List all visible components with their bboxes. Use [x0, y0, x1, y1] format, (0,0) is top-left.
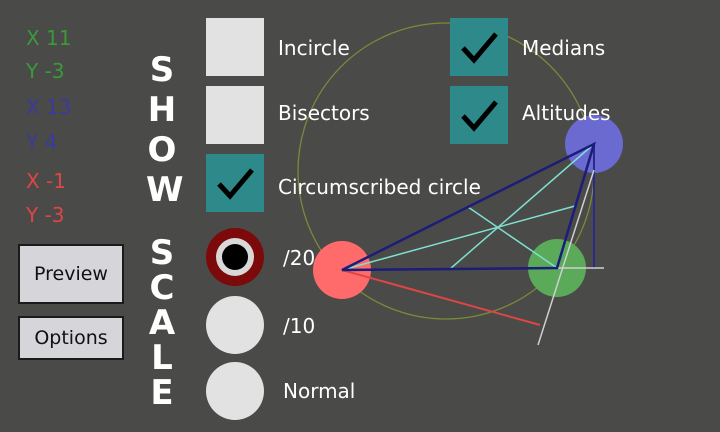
scale-normal-label: Normal: [283, 379, 356, 403]
preview-button[interactable]: Preview: [18, 244, 124, 304]
coord-c-x: X -1: [26, 169, 66, 193]
coord-b-x: X 13: [26, 95, 72, 119]
incircle-label: Incircle: [278, 36, 350, 60]
scale-10-radio[interactable]: [206, 296, 264, 354]
scale-10-label: /10: [283, 314, 316, 338]
show-heading: S H O W: [146, 50, 184, 210]
scale-letter: C: [149, 268, 175, 308]
scale-letter: L: [151, 338, 173, 378]
triangle: [341, 141, 597, 272]
altitudes-label: Altitudes: [522, 101, 611, 125]
checkmark-icon: [217, 168, 254, 200]
medians-checkbox[interactable]: [450, 18, 508, 76]
scale-letter: A: [148, 303, 176, 343]
scale-20-label: /20: [283, 246, 316, 270]
checkmark-icon: [461, 32, 498, 64]
altitude-line: [341, 269, 541, 326]
show-letter: W: [146, 170, 184, 210]
show-letter: O: [147, 130, 177, 170]
scale-letter: E: [150, 373, 174, 413]
altitudes-checkbox[interactable]: [450, 86, 508, 144]
scale-heading: S C A L E: [146, 236, 178, 411]
altitude-line: [537, 169, 595, 346]
coord-a-x: X 11: [26, 26, 72, 50]
scale-normal-radio[interactable]: [206, 362, 264, 420]
median-line: [467, 206, 558, 269]
circumscribed-circle-label: Circumscribed circle: [278, 175, 481, 199]
scale-20-radio[interactable]: [206, 228, 264, 286]
circumscribed-circle-checkbox[interactable]: [206, 154, 264, 212]
median-line: [341, 205, 576, 271]
show-letter: S: [149, 50, 175, 90]
checkmark-icon: [461, 100, 498, 132]
coord-c-y: Y -3: [26, 203, 65, 227]
coord-a-y: Y -3: [26, 59, 65, 83]
medians-label: Medians: [522, 36, 606, 60]
coord-b-y: Y 4: [26, 130, 58, 154]
show-letter: H: [147, 90, 177, 130]
median-line: [449, 143, 595, 270]
incircle-checkbox[interactable]: [206, 18, 264, 76]
bisectors-label: Bisectors: [278, 101, 370, 125]
options-button[interactable]: Options: [18, 316, 124, 360]
scale-letter: S: [149, 233, 175, 273]
bisectors-checkbox[interactable]: [206, 86, 264, 144]
